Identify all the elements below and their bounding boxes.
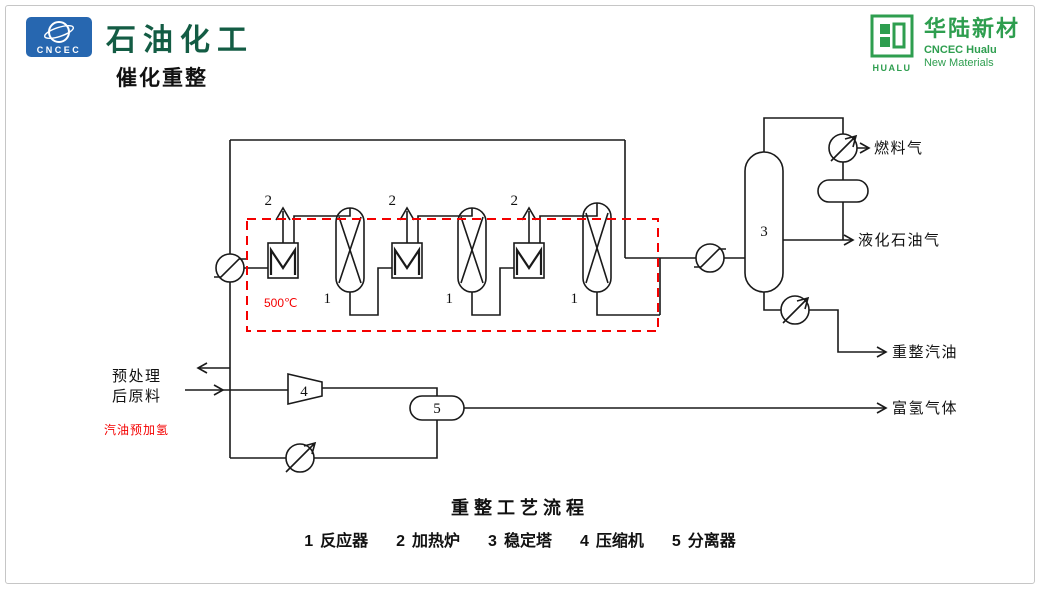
legend-item-separator: 5 分离器 bbox=[672, 527, 736, 551]
output-hydrogen: 富氢气体 bbox=[892, 399, 958, 417]
legend-item-reactor: 1 反应器 bbox=[304, 527, 368, 551]
stream-labels: 预处理 后原料 燃料气 液化石油气 重整汽油 富氢气体 bbox=[112, 139, 958, 417]
pipe-reactor-train bbox=[244, 203, 661, 316]
pipe-column-section bbox=[464, 117, 886, 409]
hualu-brand-text: 华陆新材 CNCEC Hualu New Materials bbox=[924, 14, 1020, 70]
reactor-1-number: 1 bbox=[324, 291, 332, 307]
heat-exchanger-left-diagonal bbox=[214, 258, 246, 278]
cooler-column bbox=[780, 295, 810, 325]
legend-number: 5 bbox=[671, 533, 681, 550]
reactor-3 bbox=[582, 202, 612, 293]
heat-exchanger-left bbox=[215, 253, 245, 283]
furnace-1 bbox=[267, 242, 299, 279]
furnace-3-number: 2 bbox=[511, 193, 519, 209]
pipe-top-loop bbox=[229, 139, 696, 259]
separator-number: 5 bbox=[433, 401, 441, 417]
brand-sub2: New Materials bbox=[923, 56, 994, 69]
legend-number: 2 bbox=[396, 533, 406, 550]
furnace-1-coil bbox=[269, 246, 297, 275]
temperature-label: 500℃ bbox=[264, 296, 298, 310]
diagram-legend: 1 反应器 2 加热炉 3 稳定塔 4 压缩机 5 分离器 bbox=[0, 527, 1040, 551]
compressor-number: 4 bbox=[300, 384, 308, 400]
legend-number: 3 bbox=[488, 533, 497, 550]
furnace-stacks bbox=[282, 211, 530, 243]
furnace-2-number: 2 bbox=[389, 193, 397, 209]
furnace-2 bbox=[391, 242, 423, 279]
hualu-logo-text: HUALU bbox=[872, 63, 911, 73]
reactor-3-number: 1 bbox=[571, 291, 579, 307]
equipment bbox=[214, 133, 869, 473]
output-arrowhead-icons bbox=[843, 142, 888, 414]
legend-item-column: 3 稳定塔 bbox=[488, 527, 552, 551]
pipe-separator-loop bbox=[314, 387, 438, 459]
furnace-1-number: 2 bbox=[265, 193, 273, 209]
reactor-2 bbox=[457, 207, 487, 293]
legend-label: 分离器 bbox=[687, 533, 736, 550]
cooler-bottom bbox=[285, 443, 315, 473]
left-arrowhead-icon bbox=[196, 362, 208, 374]
feed-note-label: 汽油预加氢 bbox=[104, 422, 169, 437]
red-annotations: 500℃ 汽油预加氢 bbox=[104, 296, 298, 437]
feed-label-line2: 后原料 bbox=[112, 388, 162, 405]
legend-label: 稳定塔 bbox=[503, 533, 552, 550]
feed-arrowhead-icon bbox=[213, 384, 225, 396]
arrowheads bbox=[196, 142, 888, 414]
cncec-logo-text: CNCEC bbox=[37, 45, 82, 55]
legend-label: 加热炉 bbox=[412, 533, 461, 550]
legend-item-compressor: 4 压缩机 bbox=[580, 527, 644, 551]
furnace-3 bbox=[513, 242, 545, 279]
furnace-2-coil bbox=[393, 246, 421, 275]
heat-exchanger-right-diagonal bbox=[694, 248, 726, 268]
header-left: CNCEC 石油化工 bbox=[26, 15, 254, 59]
output-fuel-gas: 燃料气 bbox=[874, 139, 924, 157]
diagram-caption: 重整工艺流程 bbox=[451, 498, 589, 518]
compressor bbox=[287, 372, 323, 406]
furnace-3-coil bbox=[515, 246, 543, 275]
legend-label: 反应器 bbox=[320, 533, 369, 550]
hualu-logo: HUALU bbox=[869, 14, 915, 76]
condenser-top bbox=[828, 133, 858, 163]
output-lpg: 液化石油气 bbox=[858, 232, 941, 249]
feed-label-line1: 预处理 bbox=[112, 368, 162, 385]
separator-drum bbox=[409, 395, 465, 421]
reflux-drum bbox=[817, 179, 869, 203]
column-number: 3 bbox=[760, 224, 768, 240]
pipes bbox=[185, 117, 886, 459]
stabilizer-column bbox=[744, 151, 784, 293]
heat-exchanger-right bbox=[695, 243, 725, 273]
reactor-1 bbox=[335, 207, 365, 293]
legend-number: 1 bbox=[304, 533, 314, 550]
cncec-logo: CNCEC bbox=[26, 17, 92, 57]
cooler-bottom-arrow-icon bbox=[285, 441, 317, 473]
cooler-column-arrow-icon bbox=[782, 296, 810, 324]
legend-item-furnace: 2 加热炉 bbox=[396, 527, 460, 551]
hualu-logo-mark: HUALU bbox=[870, 14, 914, 73]
reactor-2-number: 1 bbox=[446, 291, 454, 307]
header-right: HUALU 华陆新材 CNCEC Hualu New Materials bbox=[869, 14, 1020, 76]
condenser-top-arrow-icon bbox=[830, 134, 858, 162]
stack-arrowhead-icons bbox=[275, 206, 537, 221]
highlight-box bbox=[246, 218, 659, 332]
reactor-cross-marks bbox=[338, 212, 609, 284]
brand-name-right: 华陆新材 bbox=[923, 16, 1020, 41]
equipment-numbers: 2 2 2 1 1 1 3 4 5 bbox=[265, 193, 768, 417]
brand-sub1: CNCEC Hualu bbox=[923, 44, 997, 57]
legend-number: 4 bbox=[579, 533, 589, 550]
legend-label: 压缩机 bbox=[595, 533, 644, 550]
output-gasoline: 重整汽油 bbox=[892, 344, 958, 361]
pipe-left-vertical bbox=[185, 282, 288, 459]
brand-name-left: 石油化工 bbox=[106, 24, 254, 57]
page-title: 催化重整 bbox=[116, 67, 208, 90]
